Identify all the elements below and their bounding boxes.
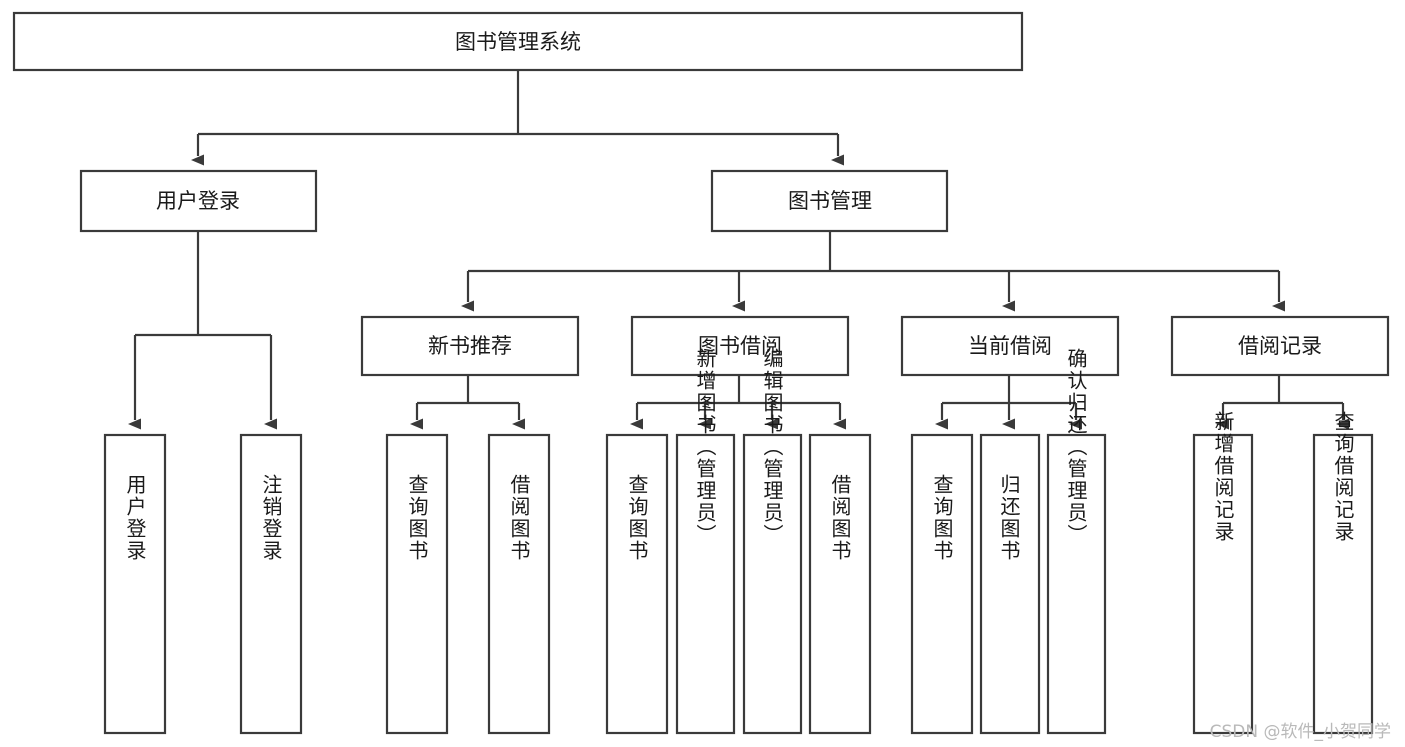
leaf-query-book-2[interactable]: 查询图书 [605, 433, 669, 735]
node-borrow-record[interactable]: 借阅记录 [1170, 315, 1390, 377]
leaf-add-record-label: 新增借阅记录 [1211, 411, 1235, 543]
node-new-book-recommend-label: 新书推荐 [428, 334, 512, 358]
leaf-query-book-2-box [605, 433, 669, 735]
node-root-system-label: 图书管理系统 [455, 30, 581, 54]
leaf-edit-book[interactable]: 编辑图书（管理员） [742, 348, 803, 735]
leaf-query-record-label: 查询借阅记录 [1331, 411, 1355, 543]
node-root-system-box [12, 11, 1024, 72]
node-user-login-label: 用户登录 [156, 189, 240, 213]
node-book-management-label: 图书管理 [788, 189, 872, 213]
node-book-borrow-box [630, 315, 850, 377]
leaf-borrow-book-2-label: 借阅图书 [828, 474, 852, 562]
node-book-management-box [710, 169, 949, 233]
leaf-query-record[interactable]: 查询借阅记录 [1312, 411, 1374, 735]
leaf-return-book-label: 归还图书 [997, 474, 1021, 562]
leaf-add-record[interactable]: 新增借阅记录 [1192, 411, 1254, 735]
leaf-query-book-2-label: 查询图书 [625, 474, 649, 562]
leaf-user-login-label: 用户登录 [123, 474, 147, 562]
node-current-borrow-box [900, 315, 1120, 377]
leaf-confirm-return-label: 确认归还（管理员） [1064, 348, 1088, 546]
leaf-borrow-book-1-box [487, 433, 551, 735]
node-new-book-recommend-box [360, 315, 580, 377]
connector-layer [128, 70, 1349, 430]
leaf-return-book-box [979, 433, 1041, 735]
leaf-add-record-box [1192, 433, 1254, 735]
leaf-query-book-1-box [385, 433, 449, 735]
leaf-return-book[interactable]: 归还图书 [979, 433, 1041, 735]
leaf-query-book-1-label: 查询图书 [405, 474, 429, 562]
leaf-query-book-3[interactable]: 查询图书 [910, 433, 974, 735]
leaf-add-book-label: 新增图书（管理员） [693, 348, 717, 546]
leaf-logout-login-box [239, 433, 303, 735]
node-current-borrow[interactable]: 当前借阅 [900, 315, 1120, 377]
node-borrow-record-box [1170, 315, 1390, 377]
node-book-borrow[interactable]: 图书借阅 [630, 315, 850, 377]
leaf-borrow-book-1[interactable]: 借阅图书 [487, 433, 551, 735]
leaf-user-login-box [103, 433, 167, 735]
node-current-borrow-label: 当前借阅 [968, 334, 1052, 358]
node-borrow-record-label: 借阅记录 [1238, 334, 1322, 358]
leaf-borrow-book-1-label: 借阅图书 [507, 474, 531, 562]
leaf-user-login[interactable]: 用户登录 [103, 433, 167, 735]
leaf-query-book-3-label: 查询图书 [930, 474, 954, 562]
leaf-query-book-1[interactable]: 查询图书 [385, 433, 449, 735]
node-root-system[interactable]: 图书管理系统 [12, 11, 1024, 72]
node-new-book-recommend[interactable]: 新书推荐 [360, 315, 580, 377]
leaf-query-record-box [1312, 433, 1374, 735]
leaf-edit-book-box [742, 433, 803, 735]
leaf-borrow-book-2-box [808, 433, 872, 735]
leaf-confirm-return-box [1046, 433, 1107, 735]
leaf-add-book[interactable]: 新增图书（管理员） [675, 348, 736, 735]
leaf-borrow-book-2[interactable]: 借阅图书 [808, 433, 872, 735]
leaf-query-book-3-box [910, 433, 974, 735]
leaf-confirm-return[interactable]: 确认归还（管理员） [1046, 348, 1107, 735]
leaf-add-book-box [675, 433, 736, 735]
leaf-logout-login-label: 注销登录 [259, 474, 283, 562]
node-user-login-box [79, 169, 318, 233]
leaf-edit-book-label: 编辑图书（管理员） [760, 348, 784, 546]
node-user-login[interactable]: 用户登录 [79, 169, 318, 233]
node-book-borrow-label: 图书借阅 [698, 334, 782, 358]
leaf-logout-login[interactable]: 注销登录 [239, 433, 303, 735]
node-book-management[interactable]: 图书管理 [710, 169, 949, 233]
